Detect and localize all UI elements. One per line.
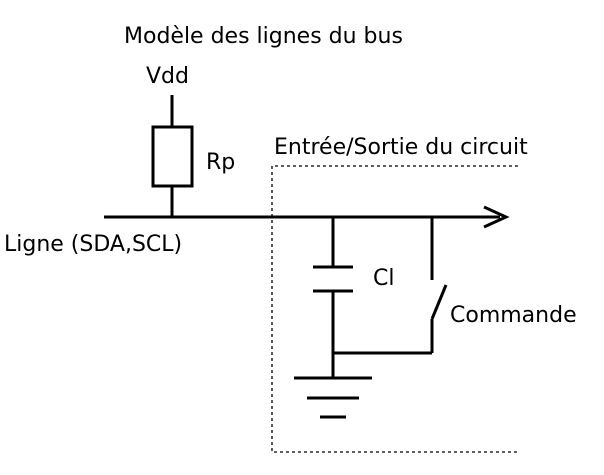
supply-label: Vdd [146, 64, 189, 89]
circuit-boundary [271, 165, 518, 453]
resistor-label: Rp [206, 150, 236, 175]
resistor-rp [151, 125, 194, 188]
bus-line-label: Ligne (SDA,SCL) [4, 232, 183, 257]
bus-line-arrowhead [483, 205, 510, 229]
circuit-zone-label: Entrée/Sortie du circuit [274, 135, 528, 160]
switch-blade [430, 284, 448, 320]
switch-label: Commande [450, 303, 577, 328]
diagram-title: Modèle des lignes du bus [124, 24, 403, 49]
capacitor-label: Cl [373, 266, 395, 291]
